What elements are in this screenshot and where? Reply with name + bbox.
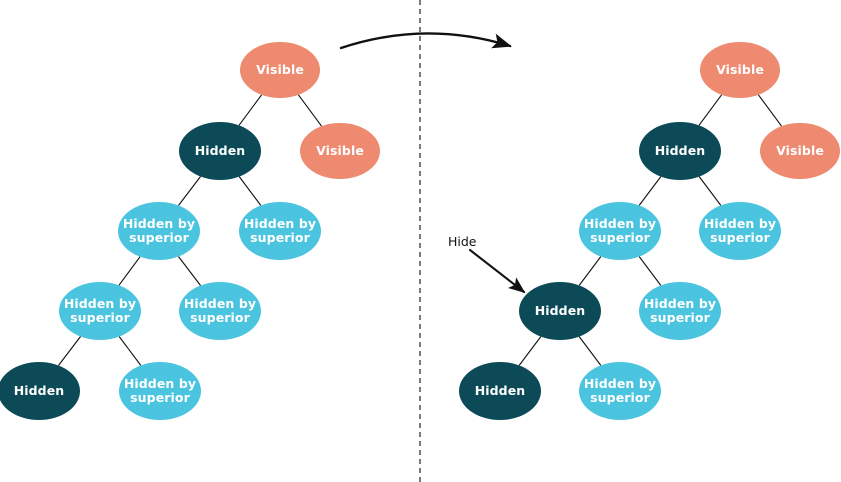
tree-node-label: Visible bbox=[716, 62, 764, 77]
hide-annotation-label: Hide bbox=[448, 234, 477, 249]
tree-edge bbox=[578, 256, 602, 286]
tree-node-hidden[interactable]: Hidden bbox=[0, 362, 80, 420]
tree-node-hidden[interactable]: Hidden bbox=[179, 122, 261, 180]
tree-edge bbox=[638, 256, 662, 286]
tree-edge bbox=[118, 256, 141, 286]
tree-node-label: Hidden by superior bbox=[643, 296, 717, 325]
tree-node-hidden-by-superior[interactable]: Hidden by superior bbox=[119, 362, 201, 420]
tree-node-label: Hidden by superior bbox=[583, 216, 657, 245]
tree-edge bbox=[238, 176, 262, 206]
tree-edge bbox=[638, 176, 662, 206]
tree-node-label: Visible bbox=[256, 62, 304, 77]
tree-node-label: Hidden by superior bbox=[583, 376, 657, 405]
tree-node-label: Hidden bbox=[474, 383, 526, 398]
tree-node-label: Hidden bbox=[194, 143, 246, 158]
tree-node-label: Hidden by superior bbox=[123, 376, 197, 405]
tree-edge bbox=[178, 176, 201, 206]
tree-node-hidden-by-superior[interactable]: Hidden by superior bbox=[579, 202, 661, 260]
tree-node-hidden-by-superior[interactable]: Hidden by superior bbox=[579, 362, 661, 420]
tree-node-label: Hidden bbox=[654, 143, 706, 158]
tree-node-hidden-by-superior[interactable]: Hidden by superior bbox=[118, 202, 200, 260]
tree-edge bbox=[238, 94, 263, 126]
tree-node-hidden-by-superior[interactable]: Hidden by superior bbox=[639, 282, 721, 340]
tree-node-label: Visible bbox=[316, 143, 364, 158]
tree-node-hidden[interactable]: Hidden bbox=[639, 122, 721, 180]
tree-edge bbox=[698, 94, 723, 126]
tree-node-label: Hidden by superior bbox=[63, 296, 137, 325]
tree-node-visible[interactable]: Visible bbox=[300, 123, 380, 179]
tree-edge bbox=[178, 256, 201, 286]
tree-edge bbox=[757, 94, 783, 127]
tree-node-hidden[interactable]: Hidden bbox=[459, 362, 541, 420]
tree-edge bbox=[518, 336, 542, 366]
hide-arrow bbox=[468, 248, 526, 294]
tree-node-label: Hidden by superior bbox=[122, 216, 196, 245]
tree-edge bbox=[698, 176, 722, 206]
tree-node-label: Hidden bbox=[13, 383, 65, 398]
tree-node-visible[interactable]: Visible bbox=[240, 42, 320, 98]
tree-edge bbox=[297, 94, 323, 127]
tree-node-label: Hidden bbox=[534, 303, 586, 318]
transition-arrow bbox=[339, 32, 512, 50]
tree-edge bbox=[118, 336, 142, 366]
tree-node-label: Hidden by superior bbox=[703, 216, 777, 245]
tree-node-visible[interactable]: Visible bbox=[760, 123, 840, 179]
tree-node-label: Hidden by superior bbox=[183, 296, 257, 325]
tree-node-visible[interactable]: Visible bbox=[700, 42, 780, 98]
tree-node-hidden-by-superior[interactable]: Hidden by superior bbox=[699, 202, 781, 260]
tree-node-hidden-by-superior[interactable]: Hidden by superior bbox=[179, 282, 261, 340]
tree-node-hidden[interactable]: Hidden bbox=[519, 282, 601, 340]
tree-node-hidden-by-superior[interactable]: Hidden by superior bbox=[59, 282, 141, 340]
tree-edge bbox=[58, 336, 81, 366]
tree-node-hidden-by-superior[interactable]: Hidden by superior bbox=[239, 202, 321, 260]
tree-edge bbox=[578, 336, 602, 366]
tree-node-label: Visible bbox=[776, 143, 824, 158]
tree-node-label: Hidden by superior bbox=[243, 216, 317, 245]
